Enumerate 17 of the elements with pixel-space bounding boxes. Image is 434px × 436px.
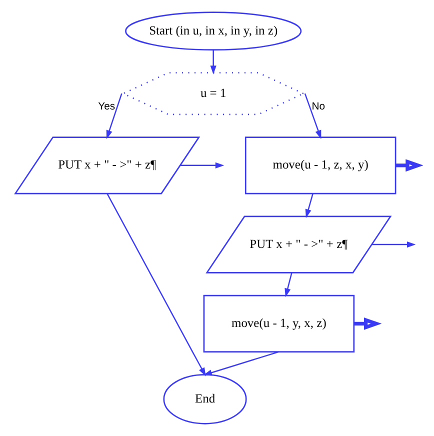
arrow [203, 351, 280, 376]
arrow [210, 50, 216, 74]
node-ellipse: Start (in u, in x, in y, in z) [125, 12, 302, 51]
edge-label: Yes [98, 101, 116, 112]
arrow [284, 272, 292, 298]
node-box: move(u - 1, z, x, y) [244, 136, 396, 194]
node-box: move(u - 1, y, x, z) [203, 294, 355, 352]
arrow [354, 317, 382, 330]
arrow [106, 193, 206, 376]
arrow [396, 159, 423, 172]
arrow [180, 162, 224, 168]
edge-label: No [312, 101, 326, 112]
node-ellipse: End [163, 374, 247, 424]
arrow [106, 93, 122, 140]
arrow [304, 93, 322, 140]
arrow [372, 241, 416, 248]
arrow [305, 194, 314, 218]
